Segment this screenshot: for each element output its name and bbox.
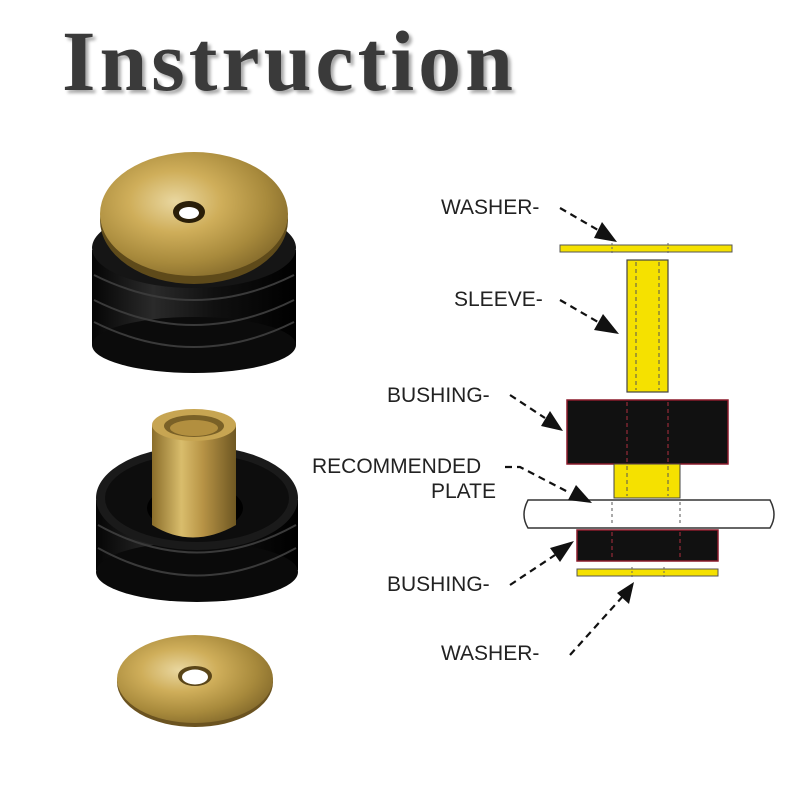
washer-bottom-leader xyxy=(569,594,625,656)
page-title: Instruction xyxy=(62,13,517,109)
recommended-label: RECOMMENDED xyxy=(312,455,482,478)
sleeve-leader xyxy=(559,299,599,323)
upper-bushing-part xyxy=(566,399,729,465)
sleeve-part xyxy=(626,259,669,393)
washer-top-leader xyxy=(559,207,599,231)
plate-leader xyxy=(505,465,569,493)
bushing-bottom-leader xyxy=(509,554,556,586)
lower-bushing-part xyxy=(576,529,719,562)
exploded-diagram xyxy=(505,207,775,656)
bushing-with-sleeve-photo xyxy=(96,409,298,602)
plate-part xyxy=(523,499,775,529)
assembled-bushing-photo xyxy=(92,152,296,373)
bushing-top-leader xyxy=(509,394,546,419)
bushing-bottom-label: BUSHING- xyxy=(387,573,490,596)
plate-label: PLATE xyxy=(431,480,496,503)
bottom-washer-part xyxy=(576,568,719,577)
washer-top-label: WASHER- xyxy=(441,196,540,219)
loose-washer-photo xyxy=(117,635,273,727)
sleeve-label: SLEEVE- xyxy=(454,288,543,311)
top-washer-part xyxy=(559,244,733,253)
washer-bottom-label: WASHER- xyxy=(441,642,540,665)
bushing-top-label: BUSHING- xyxy=(387,384,490,407)
